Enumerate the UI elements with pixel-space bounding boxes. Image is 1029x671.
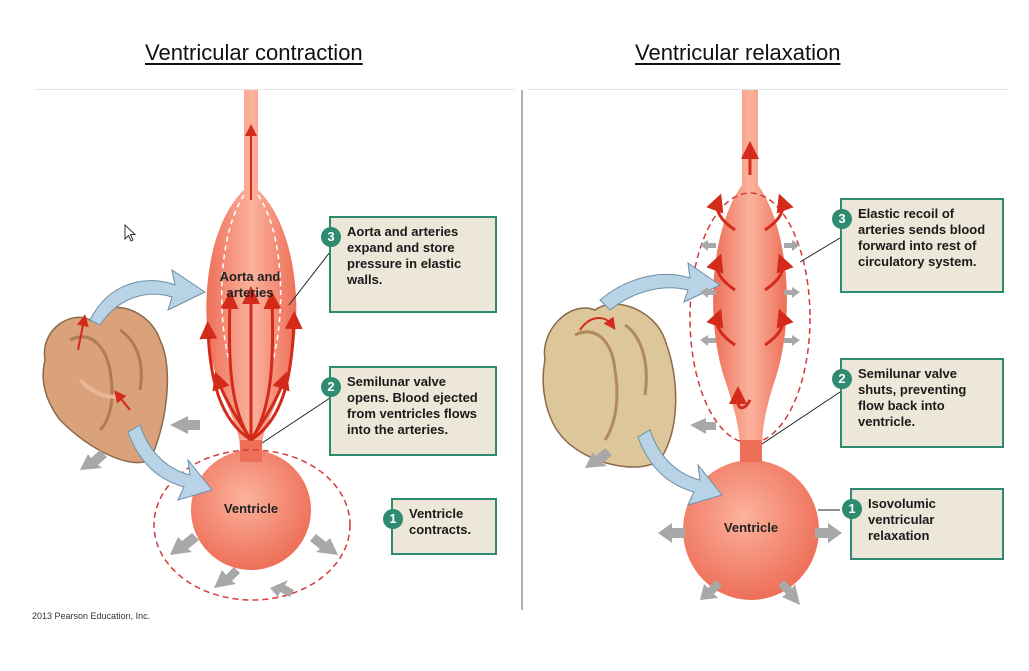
leader-line-2 bbox=[261, 397, 331, 444]
callout-right-1: 1 Isovolumic ventricular relaxation bbox=[842, 488, 1004, 560]
callout-text: Ventricle contracts. bbox=[409, 506, 472, 537]
callout-text: Elastic recoil of arteries sends blood f… bbox=[858, 206, 986, 269]
callout-text: Semilunar valve opens. Blood ejected fro… bbox=[347, 374, 478, 437]
callout-right-3: 3 Elastic recoil of arteries sends blood… bbox=[832, 198, 1004, 293]
callout-left-2: 2 Semilunar valve opens. Blood ejected f… bbox=[321, 366, 497, 456]
grey-arrow-icon bbox=[80, 416, 338, 597]
blue-arrow-icon bbox=[127, 424, 213, 501]
right-vessel bbox=[713, 90, 787, 450]
right-top-line bbox=[528, 89, 1008, 90]
aorta-label-line2: arteries bbox=[227, 285, 274, 300]
step-badge: 3 bbox=[321, 227, 341, 247]
step-badge: 1 bbox=[842, 499, 862, 519]
step-badge: 2 bbox=[321, 377, 341, 397]
heart-icon bbox=[542, 303, 677, 468]
callout-left-3: 3 Aorta and arteries expand and store pr… bbox=[321, 216, 497, 313]
ventricle-label-right: Ventricle bbox=[724, 520, 778, 535]
callout-left-1: 1 Ventricle contracts. bbox=[383, 498, 497, 555]
blue-arrow-icon bbox=[637, 429, 723, 506]
leader-line-3 bbox=[288, 251, 331, 306]
right-valve-region bbox=[740, 440, 762, 462]
left-ventricle bbox=[191, 450, 311, 570]
blue-arrow-icon bbox=[89, 268, 207, 326]
ventricle-label-left: Ventricle bbox=[224, 501, 278, 516]
step-badge: 1 bbox=[383, 509, 403, 529]
grey-arrow-icon bbox=[585, 240, 842, 605]
callout-text: Isovolumic ventricular relaxation bbox=[868, 496, 936, 543]
leader-line-r2 bbox=[761, 391, 841, 445]
step-badge: 2 bbox=[832, 369, 852, 389]
right-red-flow-arrows bbox=[706, 141, 794, 410]
right-title: Ventricular relaxation bbox=[635, 40, 841, 65]
callout-right-2: 2 Semilunar valve shuts, preventing flow… bbox=[832, 358, 1004, 448]
blue-arrow-icon bbox=[599, 261, 721, 311]
heart-icon bbox=[42, 306, 169, 464]
cursor-icon bbox=[124, 224, 137, 242]
left-red-flow-arrows bbox=[199, 286, 303, 442]
copyright-credit: 2013 Pearson Education, Inc. bbox=[32, 611, 151, 621]
callout-text: Semilunar valve shuts, preventing flow b… bbox=[858, 366, 967, 429]
left-top-line bbox=[35, 89, 515, 90]
panel-divider bbox=[521, 90, 523, 610]
step-badge: 3 bbox=[832, 209, 852, 229]
callout-text: Aorta and arteries expand and store pres… bbox=[347, 224, 462, 287]
leader-line-r3 bbox=[799, 237, 841, 263]
left-valve-region bbox=[240, 440, 262, 462]
right-dashed-outline bbox=[689, 192, 811, 444]
left-dashed-outline bbox=[153, 449, 351, 601]
left-title: Ventricular contraction bbox=[145, 40, 363, 65]
aorta-label-line1: Aorta and bbox=[220, 269, 281, 284]
